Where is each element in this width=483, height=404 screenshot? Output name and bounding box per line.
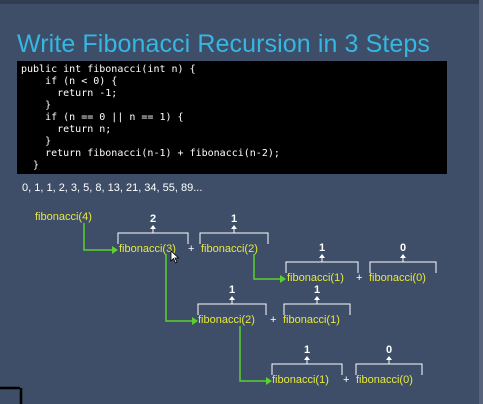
bracket-arrowhead — [400, 254, 406, 258]
arrowhead — [192, 317, 198, 325]
slide-title: Write Fibonacci Recursion in 3 Steps — [17, 30, 431, 58]
code-line: return fibonacci(n-1) + fibonacci(n-2); — [21, 148, 280, 159]
code-line: public int fibonacci(int n) { — [21, 64, 196, 75]
arrow-level2b-to-level3 — [239, 326, 266, 382]
return-value: 1 — [313, 284, 321, 296]
window-top-edge — [0, 0, 483, 4]
arrowhead — [280, 275, 286, 283]
return-value: 0 — [399, 242, 407, 254]
plus-operator: + — [270, 314, 277, 326]
call-left: fibonacci(1) — [287, 272, 344, 284]
fibonacci-sequence: 0, 1, 1, 2, 3, 5, 8, 13, 21, 34, 55, 89.… — [22, 182, 203, 194]
arrow-root-to-level1 — [83, 223, 112, 251]
return-value: 0 — [385, 344, 393, 356]
return-value: 1 — [228, 284, 236, 296]
code-line: } — [21, 160, 40, 171]
call-right: fibonacci(0) — [356, 374, 413, 386]
plus-operator: + — [188, 243, 195, 255]
plus-operator: + — [343, 374, 350, 386]
code-line: return -1; — [21, 88, 118, 99]
call-right: fibonacci(0) — [369, 272, 426, 284]
call-right: fibonacci(2) — [201, 243, 258, 255]
code-line: return n; — [21, 124, 112, 135]
code-line: if (n < 0) { — [21, 76, 118, 87]
return-value: 1 — [303, 344, 311, 356]
bracket-arrowhead — [386, 356, 392, 360]
arrow-level1-to-level2b — [165, 254, 192, 322]
bracket-arrowhead — [304, 356, 310, 360]
code-line: } — [21, 100, 52, 111]
bracket-arrowhead — [319, 254, 325, 258]
call-left: fibonacci(1) — [272, 374, 329, 386]
return-value: 1 — [318, 242, 326, 254]
corner-marker — [0, 386, 23, 404]
return-value: 1 — [230, 213, 238, 225]
mouse-cursor-icon — [170, 250, 180, 264]
arrowhead — [112, 246, 118, 254]
call-left: fibonacci(2) — [198, 314, 255, 326]
window-right-edge — [479, 0, 483, 404]
call-left: fibonacci(3) — [119, 243, 176, 255]
bracket-arrowhead — [231, 225, 237, 229]
arrow-level1-to-level2a — [253, 254, 280, 280]
bracket-arrowhead — [314, 296, 320, 300]
code-line: } — [21, 136, 52, 147]
code-block: public int fibonacci(int n) { if (n < 0)… — [17, 61, 447, 174]
root-call: fibonacci(4) — [35, 211, 92, 223]
arrowhead — [266, 377, 272, 385]
code-line: if (n == 0 || n == 1) { — [21, 112, 184, 123]
return-value: 2 — [149, 213, 157, 225]
bracket-arrowhead — [229, 296, 235, 300]
plus-operator: + — [356, 272, 363, 284]
bracket-arrowhead — [150, 225, 156, 229]
call-right: fibonacci(1) — [283, 314, 340, 326]
